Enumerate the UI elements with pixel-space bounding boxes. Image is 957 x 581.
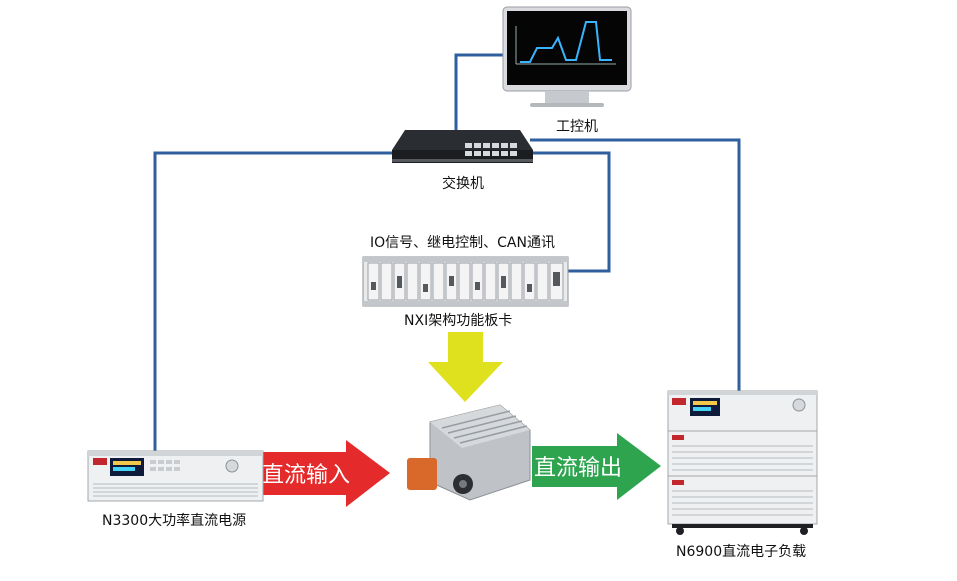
dut-heatsink-fins — [441, 410, 528, 444]
nxi-label: NXI架构功能板卡 — [404, 313, 513, 329]
down-arrow — [428, 332, 503, 402]
dc-output-label: 直流输出 — [534, 456, 622, 481]
power-supply-vents — [93, 483, 258, 497]
power-supply-keypad — [150, 460, 180, 471]
dut-orange-connector — [407, 458, 437, 490]
dc-input-label: 直流输入 — [262, 463, 350, 488]
load-vents — [672, 445, 813, 516]
industrial-pc-monitor — [502, 6, 632, 107]
load-label: N6900直流电子负载 — [676, 544, 807, 560]
load-wheel-left — [676, 527, 684, 535]
waveform-graph — [520, 21, 612, 63]
nxi-connectors — [371, 272, 560, 292]
nxi-chassis — [362, 256, 569, 307]
load-knob — [792, 398, 806, 412]
load-wheel-right — [800, 527, 808, 535]
line-pc-to-switch — [454, 53, 505, 134]
switch-label: 交换机 — [442, 176, 484, 192]
power-supply-knob — [225, 459, 239, 473]
power-supply-label: N3300大功率直流电源 — [102, 513, 247, 529]
network-connections — [153, 53, 741, 452]
pc-label: 工控机 — [556, 119, 598, 135]
switch-ports — [465, 143, 517, 156]
line-switch-to-nxi — [530, 151, 611, 273]
load-logo — [672, 398, 686, 405]
power-supply-unit — [87, 450, 264, 502]
electronic-load-unit — [667, 390, 818, 535]
dc-output-arrow[interactable]: 直流输出 — [532, 433, 661, 500]
line-switch-to-load — [530, 138, 741, 391]
line-switch-to-power-supply — [153, 151, 393, 452]
dc-input-arrow[interactable]: 直流输入 — [262, 440, 390, 507]
network-switch — [392, 130, 533, 163]
power-supply-logo — [93, 458, 107, 465]
dut-converter — [407, 404, 531, 501]
nxi-caption: IO信号、继电控制、CAN通讯 — [370, 235, 555, 251]
